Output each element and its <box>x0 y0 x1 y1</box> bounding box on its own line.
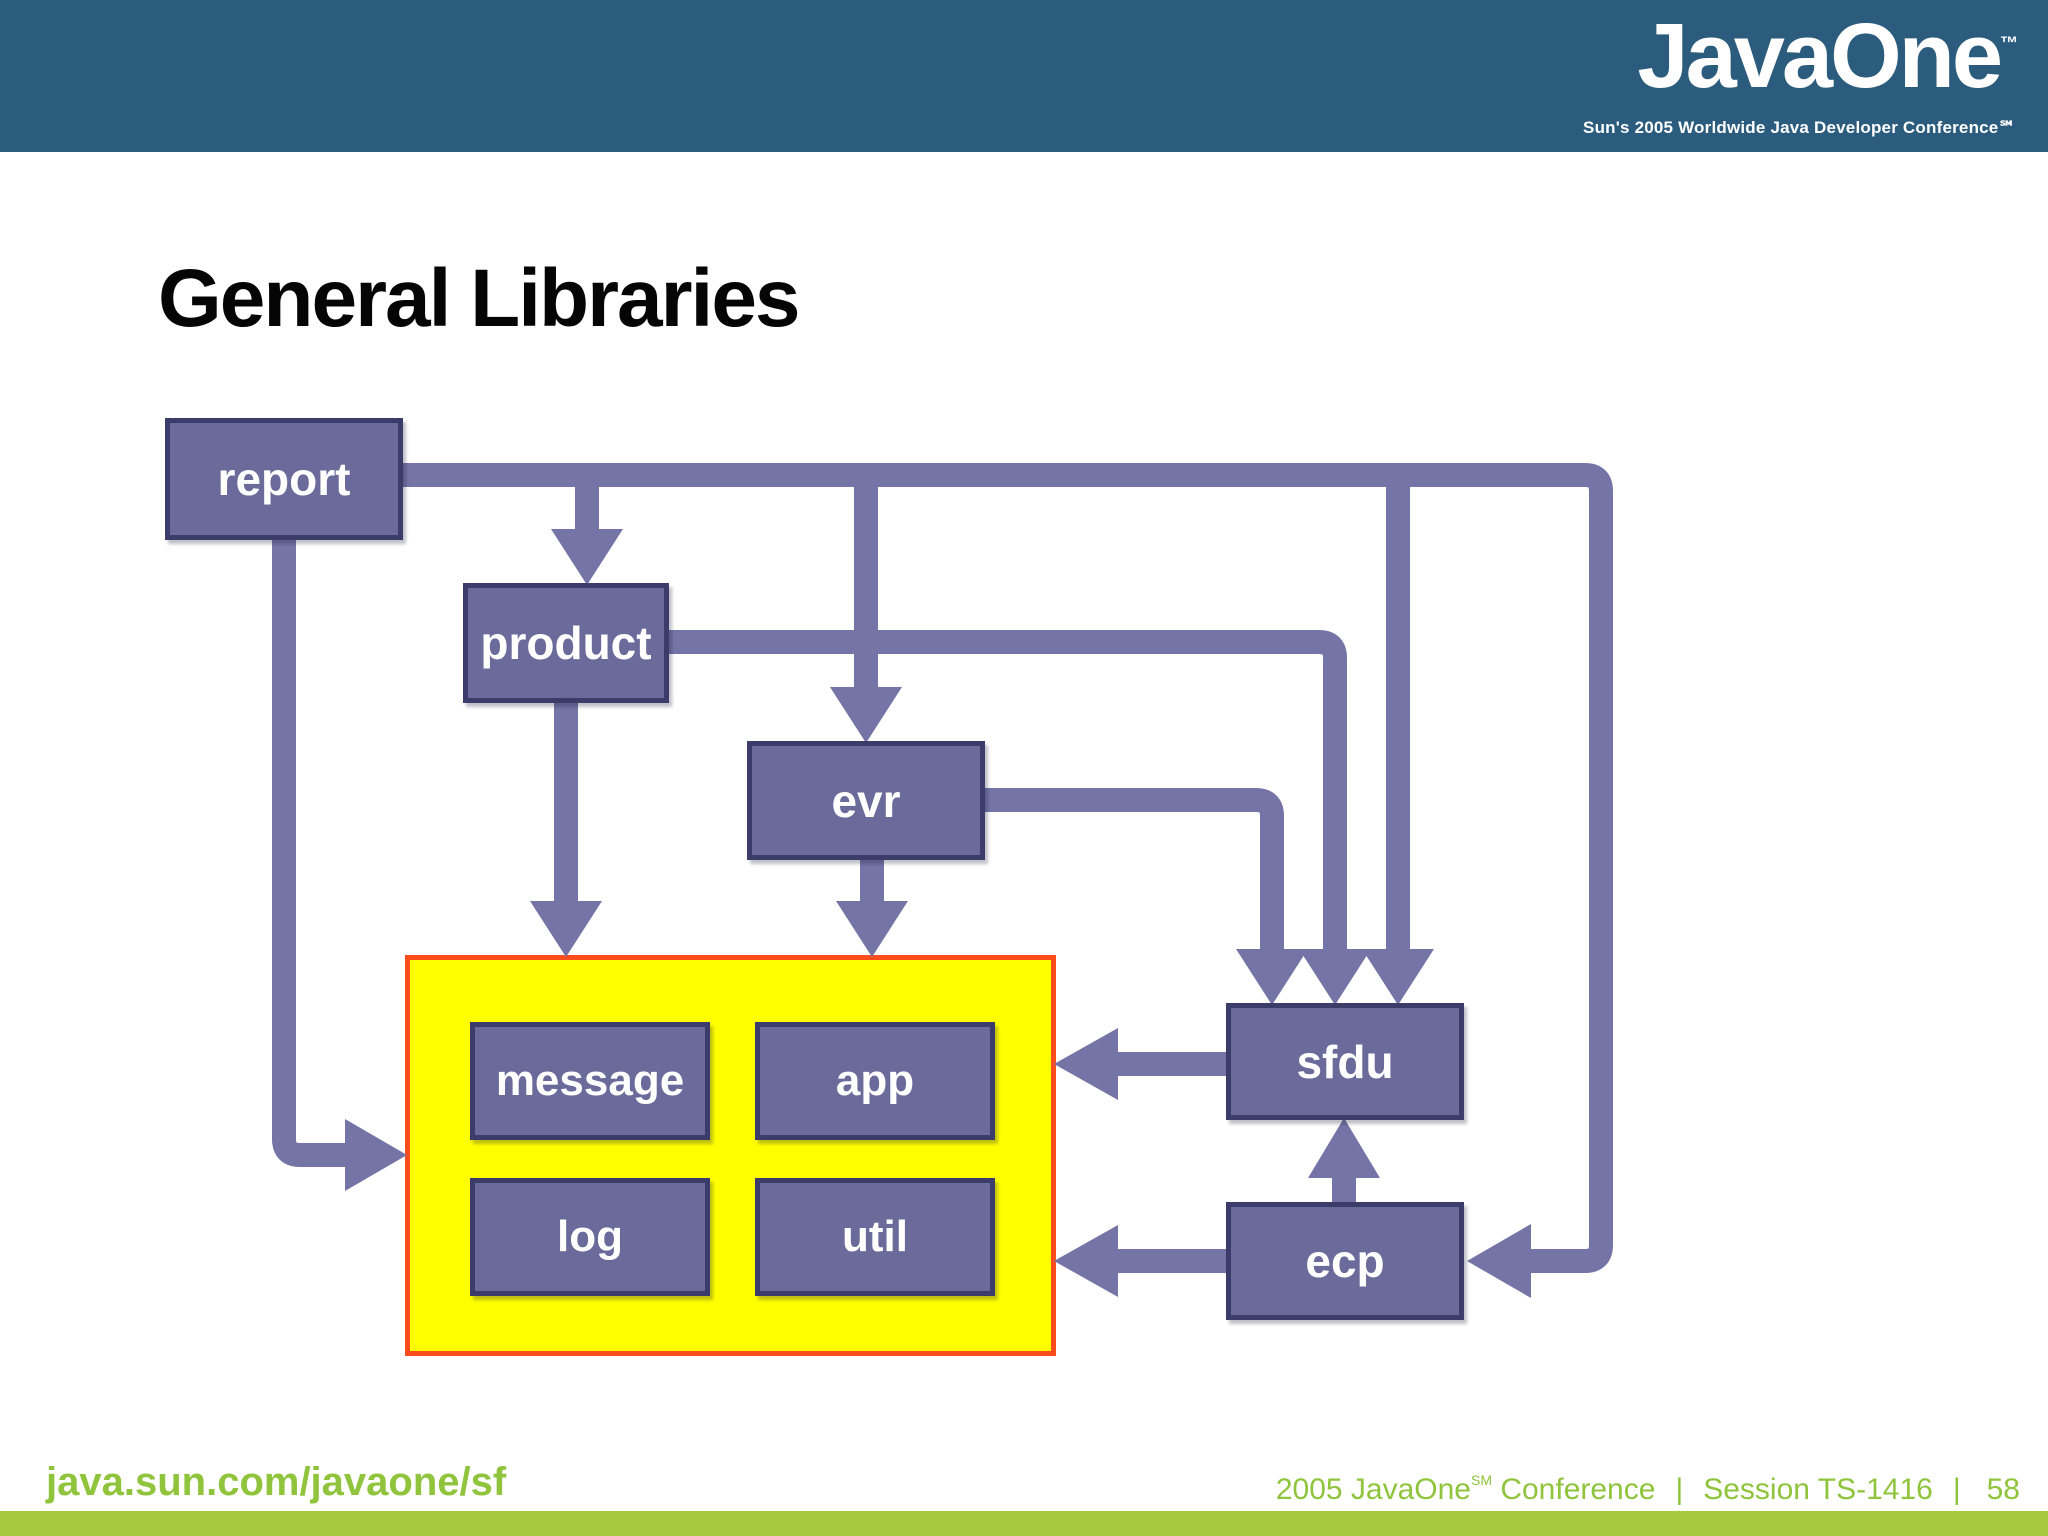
footer-sm-mark: SM <box>1470 1472 1492 1488</box>
logo-trademark: ™ <box>2000 33 2018 53</box>
node-product: product <box>463 583 669 703</box>
header-bar: JavaOne™ Sun's 2005 Worldwide Java Devel… <box>0 0 2048 152</box>
footer-separator: | <box>1675 1473 1684 1506</box>
footer-bar <box>0 1511 2048 1536</box>
footer-session: Session TS-1416 <box>1703 1473 1933 1506</box>
node-log: log <box>470 1178 710 1296</box>
node-sfdu-label: sfdu <box>1296 1035 1394 1088</box>
arrowhead-evr-into-group <box>836 901 908 957</box>
node-util-label: util <box>842 1212 908 1261</box>
node-message-label: message <box>495 1056 685 1105</box>
arrowhead-into-evr <box>830 687 902 743</box>
node-report: report <box>165 418 403 540</box>
arrowhead-product-into-group <box>530 901 602 957</box>
footer-conference-prefix: 2005 JavaOne <box>1275 1473 1471 1506</box>
logo-tagline: Sun's 2005 Worldwide Java Developer Conf… <box>1583 118 2016 137</box>
edge-report-group <box>272 540 350 1167</box>
arrowhead-report-into-ecp <box>1467 1224 1531 1298</box>
node-app: app <box>755 1022 995 1140</box>
footer-url: java.sun.com/javaone/sf <box>46 1460 507 1504</box>
arrowhead-ecp-into-sfdu <box>1308 1118 1380 1178</box>
node-util: util <box>755 1178 995 1296</box>
arrowhead-evr-into-sfdu <box>1236 949 1308 1005</box>
node-app-label: app <box>835 1056 915 1105</box>
node-ecp-label: ecp <box>1305 1235 1385 1287</box>
node-evr-label: evr <box>831 774 901 827</box>
node-ecp: ecp <box>1226 1202 1464 1320</box>
arrowhead-report-into-group <box>345 1119 407 1191</box>
arrowhead-ecp-into-group <box>1054 1225 1118 1297</box>
footer-page-number: 58 <box>1986 1473 2020 1506</box>
node-report-label: report <box>217 453 351 505</box>
footer-separator: | <box>1952 1473 1961 1506</box>
page-title: General Libraries <box>158 253 801 344</box>
arrowhead-product-into-sfdu <box>1299 949 1371 1005</box>
footer-session-info: 2005 JavaOneSM Conference | Session TS-141… <box>1276 1472 2020 1507</box>
footer-conference-suffix: Conference <box>1500 1473 1656 1506</box>
node-product-label: product <box>480 617 652 669</box>
node-sfdu: sfdu <box>1226 1003 1464 1120</box>
javaone-logo: JavaOne™ <box>1637 10 2018 102</box>
arrowhead-into-product <box>551 529 623 585</box>
javaone-logo-text: JavaOne <box>1637 5 2003 107</box>
edge-evr-sfdu <box>985 788 1284 949</box>
node-evr: evr <box>747 741 985 860</box>
arrowhead-sfdu-into-group <box>1054 1028 1118 1100</box>
node-message: message <box>470 1022 710 1140</box>
arrowhead-report-into-sfdu <box>1362 949 1434 1005</box>
node-log-label: log <box>557 1212 623 1261</box>
